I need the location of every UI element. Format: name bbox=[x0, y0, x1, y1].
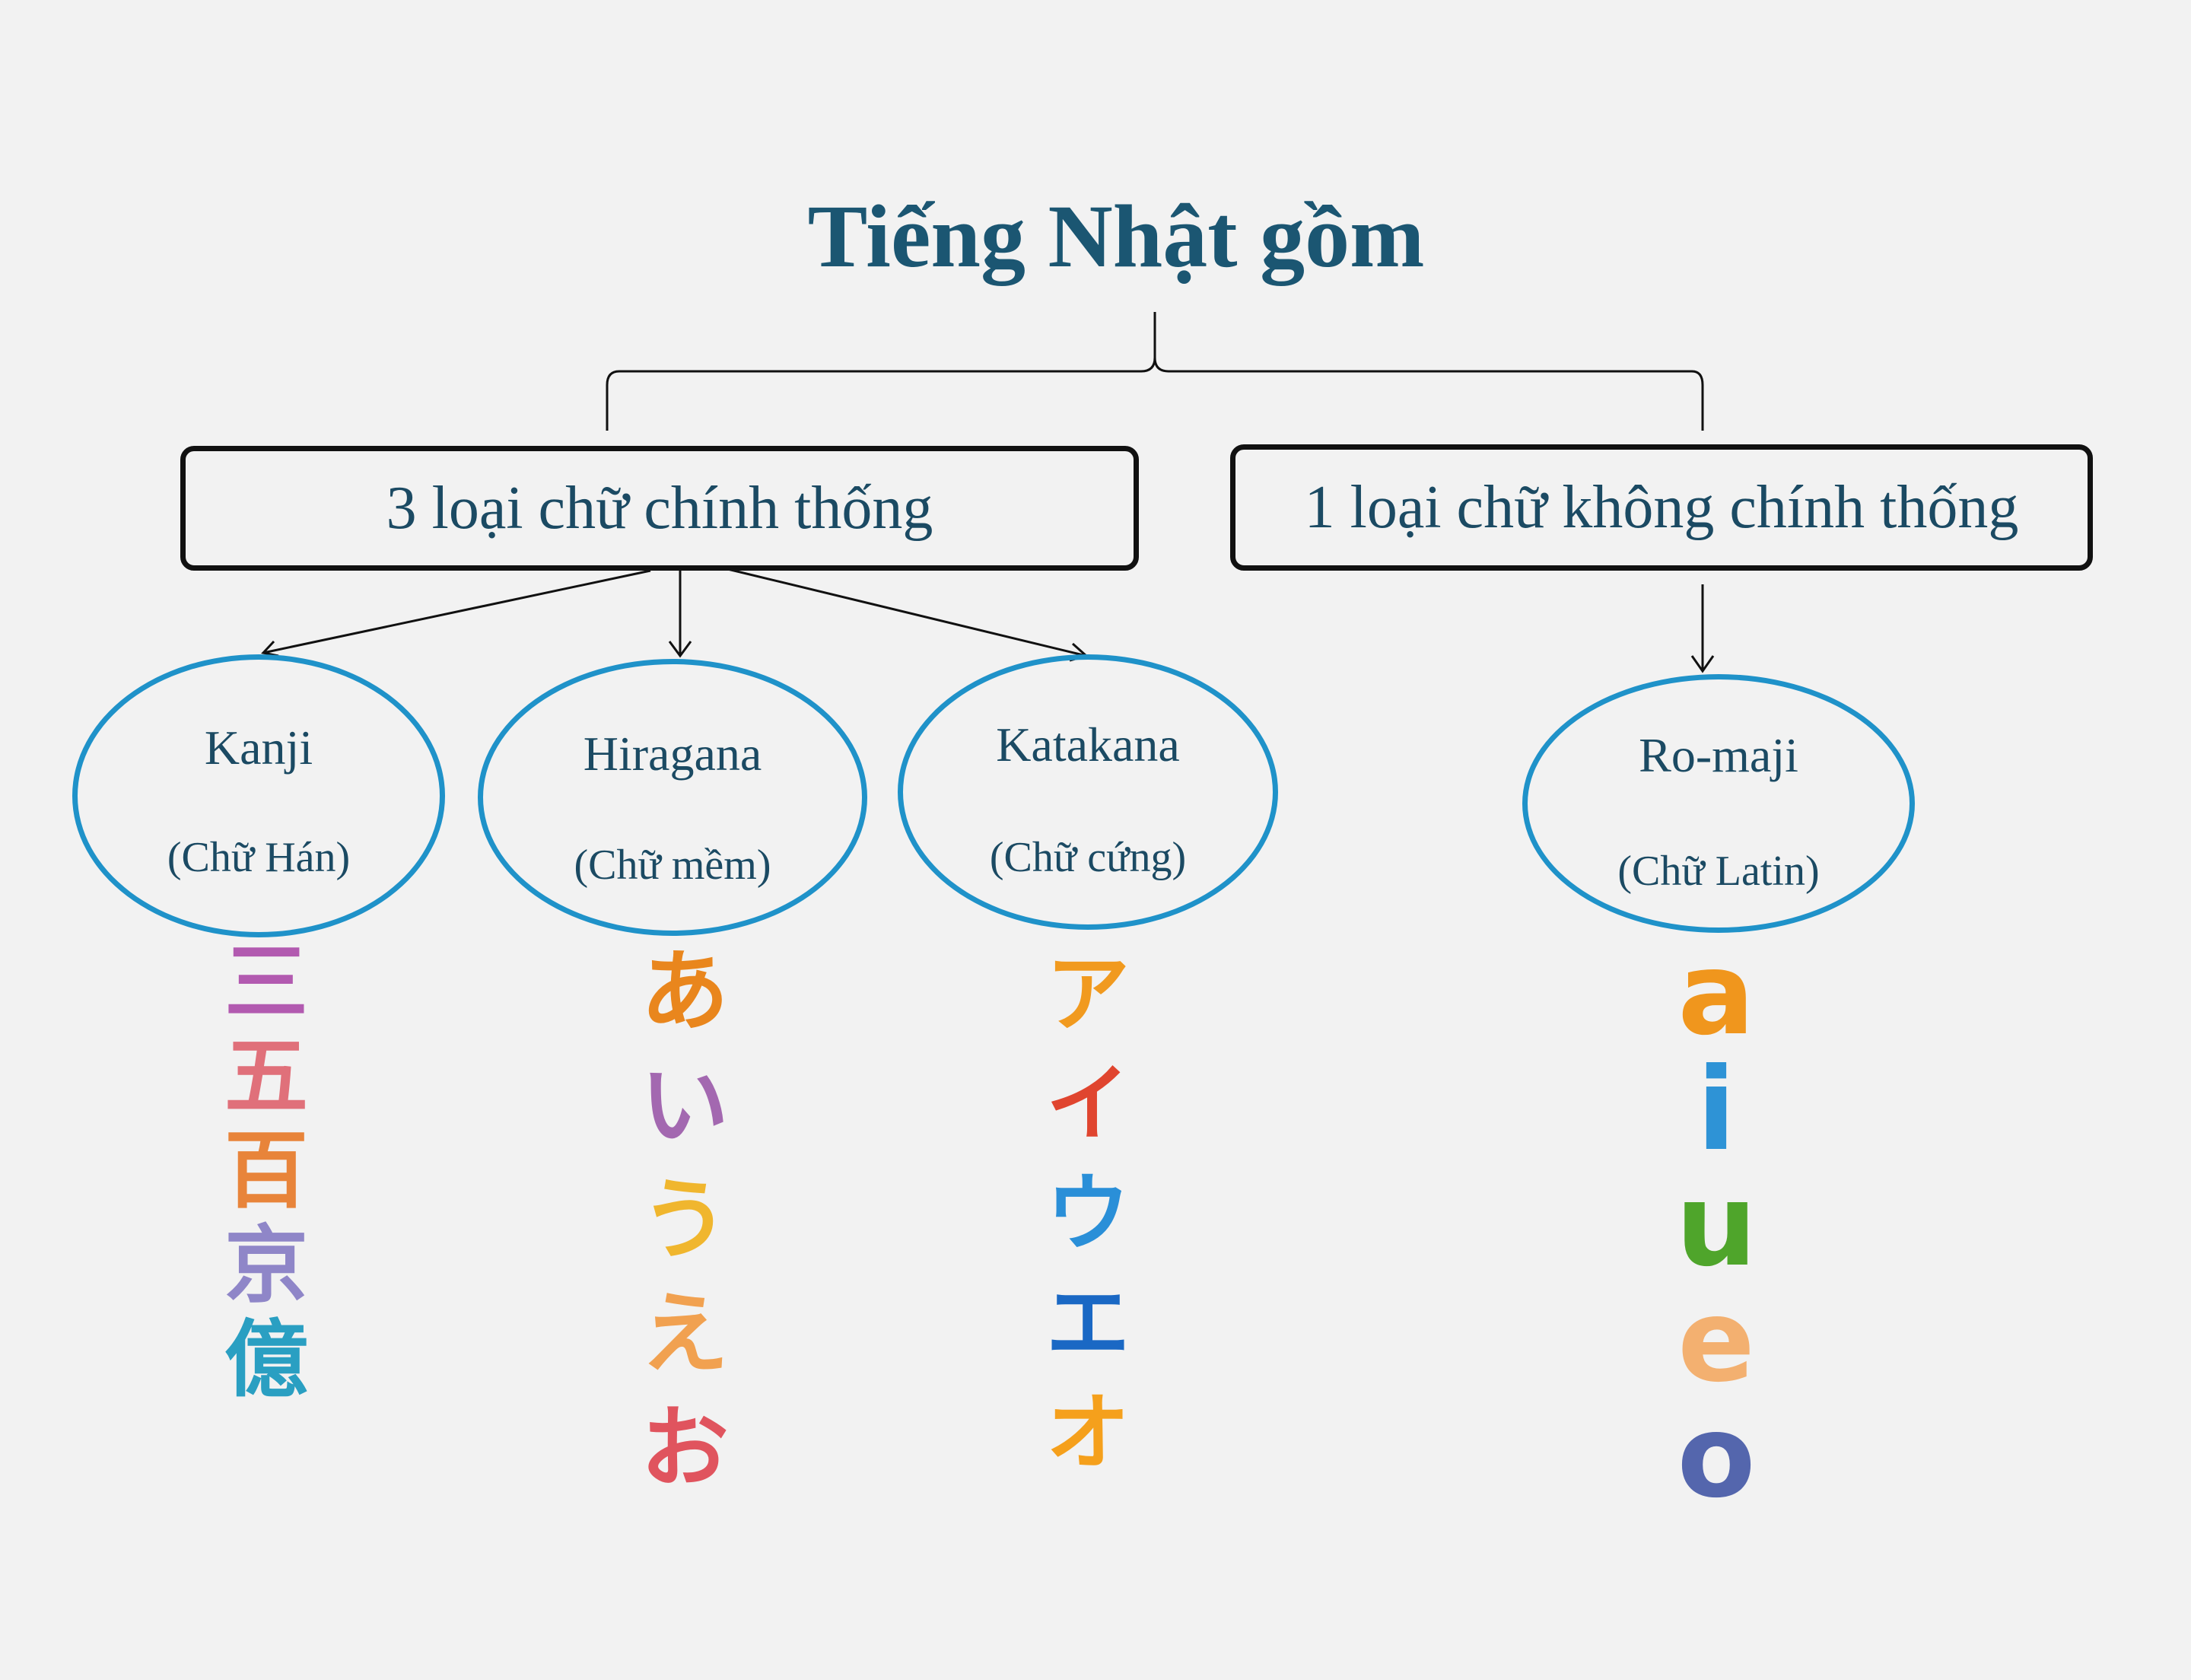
glyph: お bbox=[641, 1397, 729, 1500]
glyph: 五 bbox=[224, 1028, 308, 1125]
glyph: o bbox=[1677, 1391, 1756, 1523]
glyph: え bbox=[641, 1283, 729, 1386]
glyph: エ bbox=[1046, 1274, 1130, 1372]
glyph: a bbox=[1677, 928, 1755, 1061]
script-name: Ro-maji bbox=[1639, 728, 1798, 782]
script-name: Hiragana bbox=[583, 727, 762, 781]
glyph: う bbox=[641, 1169, 729, 1271]
glyph-column-katakana: ア イ ウ エ オ bbox=[1035, 953, 1141, 1500]
glyph: あ bbox=[641, 940, 729, 1043]
category-box-unofficial: 1 loại chữ không chính thống bbox=[1230, 444, 2093, 571]
glyph: u bbox=[1675, 1160, 1757, 1292]
glyph: 億 bbox=[224, 1311, 308, 1408]
script-note: (Chữ cứng) bbox=[989, 834, 1187, 881]
category-label: 3 loại chữ chính thống bbox=[386, 475, 933, 542]
script-node-katakana: Katakana (Chữ cứng) bbox=[898, 654, 1278, 930]
diagram-title: Tiếng Nhật gồm bbox=[807, 186, 1425, 286]
script-note: (Chữ mềm) bbox=[574, 842, 771, 889]
glyph-column-romaji: a i u e o bbox=[1663, 937, 1770, 1516]
glyph: 三 bbox=[224, 934, 308, 1031]
arrow-kanji bbox=[262, 569, 651, 654]
glyph: e bbox=[1677, 1275, 1755, 1408]
script-node-kanji: Kanji (Chữ Hán) bbox=[72, 654, 445, 937]
bracket-line bbox=[1153, 312, 1704, 431]
script-note: (Chữ Latin) bbox=[1617, 848, 1820, 895]
glyph: オ bbox=[1046, 1384, 1130, 1481]
glyph: い bbox=[641, 1055, 729, 1157]
glyph: 百 bbox=[224, 1122, 308, 1220]
arrow-katakana bbox=[714, 565, 1087, 657]
script-node-hiragana: Hiragana (Chữ mềm) bbox=[478, 659, 867, 936]
arrowhead-romaji bbox=[1690, 655, 1715, 673]
bracket-line-left bbox=[606, 357, 1156, 431]
arrowhead-hiragana bbox=[668, 641, 692, 658]
glyph-column-kanji: 三 五 百 京 億 bbox=[213, 940, 320, 1412]
script-note: (Chữ Hán) bbox=[167, 834, 351, 881]
script-name: Kanji bbox=[204, 721, 313, 775]
category-label: 1 loại chữ không chính thống bbox=[1304, 474, 2019, 541]
glyph: ア bbox=[1046, 946, 1130, 1043]
glyph: 京 bbox=[224, 1217, 308, 1314]
script-node-romaji: Ro-maji (Chữ Latin) bbox=[1522, 674, 1915, 933]
glyph: i bbox=[1697, 1044, 1736, 1176]
script-name: Katakana bbox=[996, 718, 1180, 772]
glyph-column-hiragana: あ い う え お bbox=[631, 948, 738, 1519]
glyph: ウ bbox=[1046, 1165, 1130, 1262]
glyph: イ bbox=[1046, 1055, 1130, 1153]
category-box-official: 3 loại chữ chính thống bbox=[180, 446, 1139, 571]
